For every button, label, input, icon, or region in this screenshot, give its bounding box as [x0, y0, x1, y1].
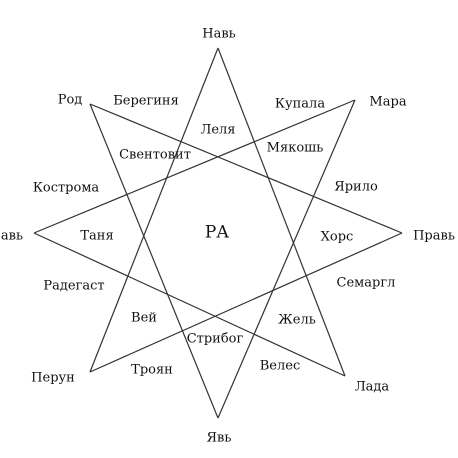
- label-tanya: Таня: [80, 228, 114, 244]
- star-edge: [217, 99, 356, 419]
- star-edge: [33, 232, 346, 377]
- label-hors: Хорс: [320, 229, 354, 245]
- label-radegast: Радегаст: [43, 278, 105, 294]
- label-sventovit: Свентовит: [119, 147, 191, 163]
- point-label-bottom: Явь: [206, 430, 232, 446]
- point-label-bottom-right: Лада: [354, 379, 390, 395]
- label-lelya: Леля: [200, 122, 236, 138]
- star-edge: [89, 103, 219, 419]
- star-edge: [89, 47, 219, 373]
- label-veles: Велес: [259, 358, 301, 374]
- point-label-top: Навь: [202, 26, 236, 42]
- point-label-right: Правь: [413, 228, 455, 244]
- star-edge: [89, 232, 403, 373]
- star-edge: [217, 47, 346, 377]
- label-kupala: Купала: [274, 96, 326, 112]
- label-beregina: Берегиня: [113, 93, 179, 109]
- point-label-left: авь: [0, 228, 24, 244]
- label-yarilo: Ярило: [334, 179, 378, 195]
- label-troyan: Троян: [131, 362, 173, 378]
- label-zhel: Жель: [278, 312, 316, 328]
- label-vey: Вей: [131, 310, 157, 326]
- point-label-top-right: Мара: [369, 94, 407, 110]
- star-edge: [33, 99, 356, 234]
- label-stribog: Стрибог: [186, 331, 244, 347]
- point-label-top-left: Род: [57, 92, 83, 108]
- point-label-bottom-left: Перун: [31, 370, 75, 386]
- label-kostroma: Кострома: [32, 180, 100, 196]
- center-label: РА: [204, 222, 230, 243]
- star-edge: [89, 103, 403, 234]
- label-semargl: Семаргл: [336, 275, 396, 291]
- label-myakosh: Мякошь: [266, 140, 324, 156]
